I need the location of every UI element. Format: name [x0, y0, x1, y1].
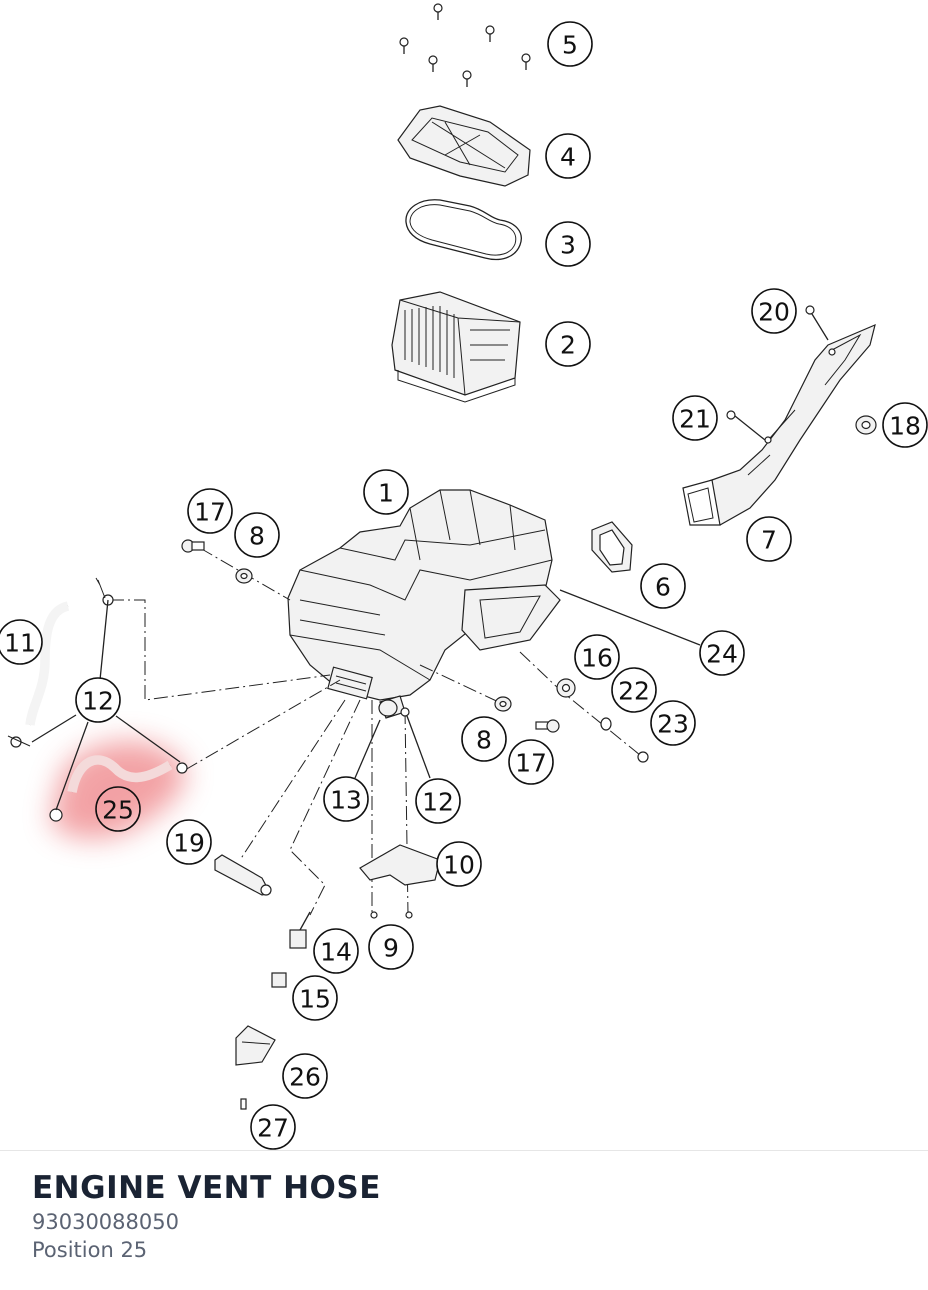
part-position: Position 25: [32, 1238, 148, 1262]
callout-label: 17: [194, 498, 226, 527]
callout-label: 14: [320, 938, 352, 967]
callout-label: 7: [761, 526, 777, 555]
callout-label: 27: [257, 1114, 289, 1143]
callout-16[interactable]: 16: [574, 634, 620, 680]
callout-2[interactable]: 2: [545, 321, 591, 367]
callout-18[interactable]: 18: [882, 402, 928, 448]
footer-divider: [0, 1150, 928, 1151]
callout-8-lower[interactable]: 8: [461, 716, 507, 762]
bolt-part-17-upper[interactable]: [181, 539, 205, 553]
exploded-parts-diagram: 5 4 3 2 20 21 18 1 17 8 7 6 11 24 16 22 …: [0, 3, 928, 1150]
screw-part-23[interactable]: [637, 751, 649, 763]
callout-label: 19: [173, 829, 205, 858]
grommet-part-16[interactable]: [556, 678, 576, 698]
callout-27[interactable]: 27: [250, 1104, 296, 1150]
air-filter-part-2[interactable]: [391, 291, 521, 403]
callout-24[interactable]: 24: [699, 630, 745, 676]
callout-label: 1: [378, 479, 394, 508]
intake-duct-part-7[interactable]: [682, 323, 876, 526]
callout-label: 8: [249, 522, 265, 551]
bolt-part-17-lower[interactable]: [535, 719, 560, 733]
grommet-part-18[interactable]: [855, 415, 877, 435]
bushing-part-22[interactable]: [600, 717, 612, 731]
callout-13[interactable]: 13: [323, 776, 369, 822]
callout-22[interactable]: 22: [611, 667, 657, 713]
washer-part-8-upper[interactable]: [235, 568, 253, 584]
callout-10[interactable]: 10: [436, 841, 482, 887]
callout-label: 13: [330, 786, 362, 815]
hose-part-11[interactable]: [25, 601, 70, 726]
callout-1[interactable]: 1: [363, 469, 409, 515]
callout-21[interactable]: 21: [672, 395, 718, 441]
clip-part-15[interactable]: [271, 972, 287, 988]
callout-label: 24: [706, 640, 738, 669]
callout-label: 20: [758, 298, 790, 327]
part-number: 93030088050: [32, 1210, 179, 1234]
callout-label: 12: [422, 788, 454, 817]
part-name: ENGINE VENT HOSE: [32, 1170, 381, 1206]
screw-part-20[interactable]: [805, 305, 829, 341]
callout-11[interactable]: 11: [0, 619, 43, 665]
holder-part-26[interactable]: [235, 1025, 276, 1066]
callout-label: 23: [657, 710, 689, 739]
callout-label: 16: [581, 644, 613, 673]
callout-label: 3: [560, 231, 576, 260]
callout-4[interactable]: 4: [545, 133, 591, 179]
callout-label: 12: [82, 687, 114, 716]
callout-label: 22: [618, 677, 650, 706]
clamp-part-12-lower[interactable]: [400, 707, 431, 779]
bracket-part-10[interactable]: [359, 844, 441, 886]
connector-part-19[interactable]: [214, 854, 272, 896]
callout-label: 8: [476, 726, 492, 755]
callout-17-lower[interactable]: 17: [508, 739, 554, 785]
callout-5[interactable]: 5: [547, 21, 593, 67]
callout-label: 15: [299, 985, 331, 1014]
callout-17-upper[interactable]: 17: [187, 488, 233, 534]
callout-14[interactable]: 14: [313, 928, 359, 974]
callout-label: 17: [515, 749, 547, 778]
callout-25[interactable]: 25: [95, 786, 141, 832]
screws-part-9[interactable]: [370, 911, 413, 919]
callout-26[interactable]: 26: [282, 1053, 328, 1099]
callout-label: 5: [562, 31, 578, 60]
callout-7[interactable]: 7: [746, 516, 792, 562]
fitting-part-13[interactable]: [354, 699, 398, 779]
part-info-panel: ENGINE VENT HOSE 93030088050 Position 25: [32, 1168, 381, 1264]
callout-label: 2: [560, 331, 576, 360]
callout-label: 18: [889, 412, 921, 441]
callout-15[interactable]: 15: [292, 975, 338, 1021]
washer-part-8-lower[interactable]: [494, 696, 512, 712]
callout-3[interactable]: 3: [545, 221, 591, 267]
screws-part-5[interactable]: [399, 3, 531, 87]
callout-20[interactable]: 20: [751, 288, 797, 334]
callout-label: 9: [383, 934, 399, 963]
pin-part-27[interactable]: [240, 1098, 247, 1110]
callout-12-lower[interactable]: 12: [415, 778, 461, 824]
callout-label: 11: [4, 629, 36, 658]
callout-label: 26: [289, 1063, 321, 1092]
callout-label: 21: [679, 405, 711, 434]
callout-12-left[interactable]: 12: [75, 677, 121, 723]
seal-part-6[interactable]: [591, 521, 633, 573]
callout-9[interactable]: 9: [368, 924, 414, 970]
engine-vent-hose-part-25[interactable]: [49, 755, 188, 822]
callout-label: 10: [443, 851, 475, 880]
cover-part-4[interactable]: [397, 105, 531, 187]
callout-19[interactable]: 19: [166, 819, 212, 865]
clamp-part-12-upper[interactable]: [95, 577, 114, 606]
sensor-part-14[interactable]: [289, 911, 311, 949]
screw-part-21[interactable]: [726, 410, 766, 441]
callout-6[interactable]: 6: [640, 563, 686, 609]
clamp-part-12-left[interactable]: [7, 735, 31, 748]
callout-8-upper[interactable]: 8: [234, 512, 280, 558]
callout-23[interactable]: 23: [650, 700, 696, 746]
gasket-part-3[interactable]: [405, 199, 522, 261]
callout-label: 6: [655, 573, 671, 602]
callout-label: 4: [560, 143, 576, 172]
airbox-part-1[interactable]: [287, 489, 561, 719]
callout-label: 25: [102, 796, 134, 825]
callout-12a-leaders: [31, 599, 181, 811]
